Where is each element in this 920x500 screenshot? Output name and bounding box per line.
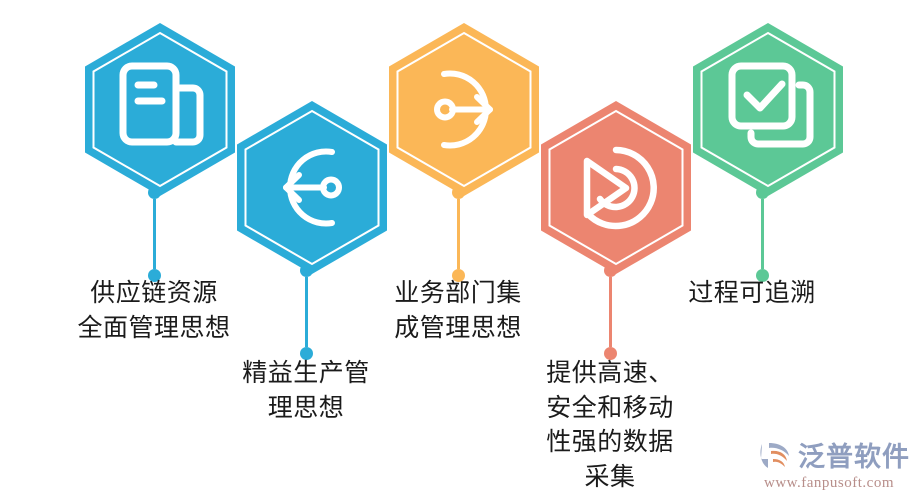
- connector-business-integration: [451, 186, 465, 282]
- hex-node-lean-production[interactable]: [236, 100, 388, 275]
- connector-stem: [456, 199, 460, 269]
- circle-arrow-right-icon: [434, 70, 493, 149]
- label-lean-production: 精益生产管 理思想: [242, 359, 370, 422]
- connector-dot-bottom: [299, 347, 313, 360]
- label-traceability: 过程可追溯: [688, 279, 816, 307]
- circle-arrow-left-icon: [283, 148, 342, 227]
- connector-dot-bottom: [603, 347, 617, 360]
- connector-traceability: [755, 186, 769, 282]
- hex-node-supply-chain[interactable]: [84, 22, 236, 197]
- connector-stem: [608, 277, 612, 347]
- connector-stem: [760, 199, 764, 269]
- connector-supply-chain: [147, 186, 161, 282]
- label-data-collection: 提供高速、 安全和移动 性强的数据 采集: [546, 359, 674, 491]
- connector-dot-bottom: [147, 269, 161, 282]
- fanpu-logo-icon: [760, 442, 789, 468]
- document-book-icon: [119, 62, 204, 146]
- connector-stem: [152, 199, 156, 269]
- hex-node-business-integration[interactable]: [388, 22, 540, 197]
- checkbox-layers-icon: [728, 62, 814, 148]
- connector-stem: [304, 277, 308, 347]
- watermark-brand-row: 泛普软件: [758, 435, 910, 474]
- connector-data-collection: [603, 264, 617, 360]
- watermark-url: www.fanpusoft.com: [764, 475, 895, 491]
- broadcast-signal-icon: [583, 146, 657, 230]
- label-business-integration: 业务部门集 成管理思想: [394, 279, 522, 342]
- hex-node-traceability[interactable]: [692, 22, 844, 197]
- connector-dot-bottom: [755, 269, 769, 282]
- label-supply-chain: 供应链资源 全面管理思想: [77, 279, 231, 342]
- connector-dot-bottom: [451, 269, 465, 282]
- watermark-brand: 泛普软件: [798, 442, 910, 472]
- hex-node-data-collection[interactable]: [540, 100, 692, 275]
- watermark: 泛普软件 www.fanpusoft.com: [758, 435, 910, 492]
- connector-lean-production: [299, 264, 313, 360]
